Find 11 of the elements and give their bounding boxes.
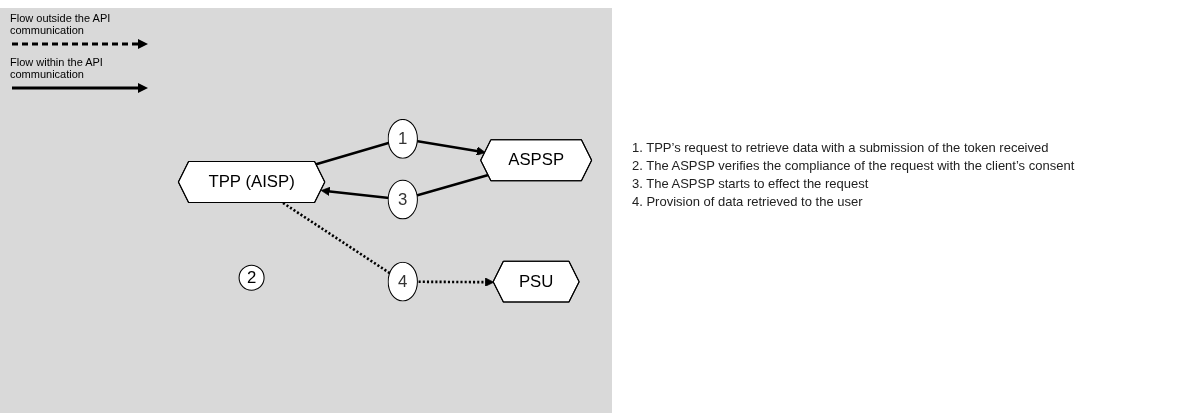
- node-circle: 2: [238, 264, 265, 291]
- list-item: 4. Provision of data retrieved to the user: [632, 194, 864, 209]
- arrow: [282, 201, 495, 287]
- edge-label: 3: [398, 190, 408, 208]
- legend-text: Flow outside the API communication: [10, 12, 112, 36]
- list-item: 1. TPP’s request to retrieve data with a submission of the token received: [632, 140, 1050, 155]
- legend-text: Flow within the API communication: [10, 56, 104, 80]
- list-item: 3. The ASPSP starts to effect the request: [632, 176, 870, 191]
- edge-label: 4: [398, 272, 408, 291]
- edge-label: 1: [398, 129, 408, 148]
- list-item: 2. The ASPSP verifies the compliance of the request with the client’s consent: [632, 158, 1076, 173]
